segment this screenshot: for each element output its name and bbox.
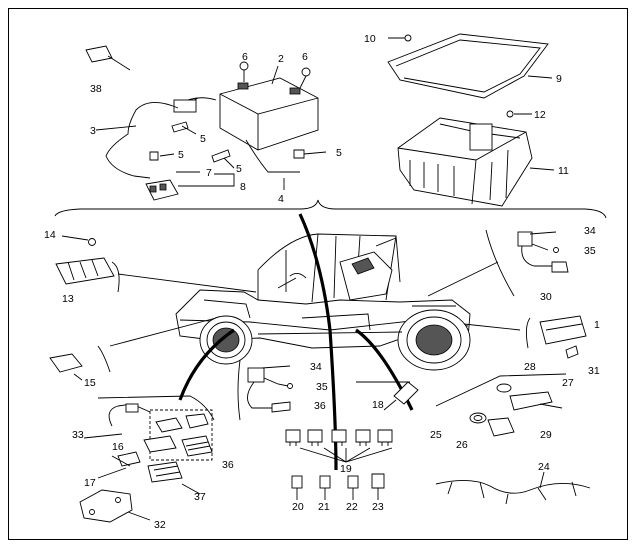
callout-30: 30	[540, 291, 552, 303]
callout-23: 23	[372, 501, 384, 513]
relay-group-19	[285, 429, 393, 500]
brace-lower-left	[97, 395, 215, 421]
brace-13	[111, 261, 120, 293]
callout-1: 1	[594, 319, 600, 331]
callout-35b: 35	[584, 245, 596, 257]
sensor-group-center	[247, 365, 293, 413]
callout-2: 2	[278, 53, 284, 65]
ecu-1	[539, 315, 587, 345]
callout-29: 29	[540, 429, 552, 441]
callout-33: 33	[72, 429, 84, 441]
callout-14: 14	[44, 229, 56, 241]
callout-9: 9	[556, 73, 562, 85]
battery-2	[219, 77, 319, 151]
callout-5c: 5	[236, 163, 242, 175]
callout-15: 15	[84, 377, 96, 389]
callout-5b: 5	[178, 149, 184, 161]
bracket-32	[79, 489, 133, 523]
connector-group-lower-left	[79, 403, 213, 523]
battery-box-group	[387, 33, 555, 207]
callout-18: 18	[372, 399, 384, 411]
tag-38	[85, 45, 113, 63]
callout-8: 8	[240, 181, 246, 193]
callout-12: 12	[534, 109, 546, 121]
callout-32: 32	[154, 519, 166, 531]
callout-37: 37	[194, 491, 206, 503]
callout-34a: 34	[310, 361, 322, 373]
callout-34b: 34	[584, 225, 596, 237]
brace-25-29	[435, 373, 567, 407]
vehicle-illustration	[175, 233, 471, 371]
callout-4: 4	[278, 193, 284, 205]
callout-27: 27	[562, 377, 574, 389]
brace-34-35	[237, 359, 241, 421]
callout-13: 13	[62, 293, 74, 305]
sensor-18	[393, 381, 419, 405]
callout-31: 31	[588, 365, 600, 377]
callout-24: 24	[538, 461, 550, 473]
callout-36a: 36	[314, 400, 326, 412]
harness-line-b	[178, 328, 235, 401]
callout-5a: 5	[200, 133, 206, 145]
callout-10: 10	[364, 33, 376, 45]
brace-15	[97, 345, 111, 373]
battery-group	[85, 45, 327, 201]
callout-6a: 6	[242, 51, 248, 63]
sensor-group-right	[517, 231, 569, 273]
harness-24	[435, 480, 591, 494]
callout-6b: 6	[302, 51, 308, 63]
cover-9	[387, 33, 549, 99]
callout-19: 19	[340, 463, 352, 475]
brace-30	[485, 229, 515, 297]
callout-25: 25	[430, 429, 442, 441]
throttle-group	[469, 383, 563, 437]
callout-5d: 5	[336, 147, 342, 159]
callout-36b: 36	[222, 459, 234, 471]
callout-11: 11	[558, 165, 569, 177]
callout-26: 26	[456, 439, 468, 451]
callout-labels: 1 2 3 4 5 5 5 5 6 6 7 8 9 10 11 12 13 14…	[44, 33, 600, 531]
box-11	[397, 117, 533, 207]
callout-21: 21	[318, 501, 330, 513]
switch-15	[49, 353, 83, 373]
cable-4	[245, 139, 300, 173]
callout-35a: 35	[316, 381, 328, 393]
callout-16: 16	[112, 441, 124, 453]
diagram-frame	[8, 8, 628, 540]
callout-38: 38	[90, 83, 102, 95]
callout-20: 20	[292, 501, 304, 513]
brace-1	[525, 317, 531, 349]
cable-3	[105, 102, 179, 179]
callout-28: 28	[524, 361, 536, 373]
relay-panel-13	[55, 235, 115, 285]
callout-7: 7	[206, 167, 212, 179]
callout-17: 17	[84, 477, 96, 489]
callout-3: 3	[90, 125, 96, 137]
callout-22: 22	[346, 501, 358, 513]
upper-group-brace	[54, 199, 607, 219]
